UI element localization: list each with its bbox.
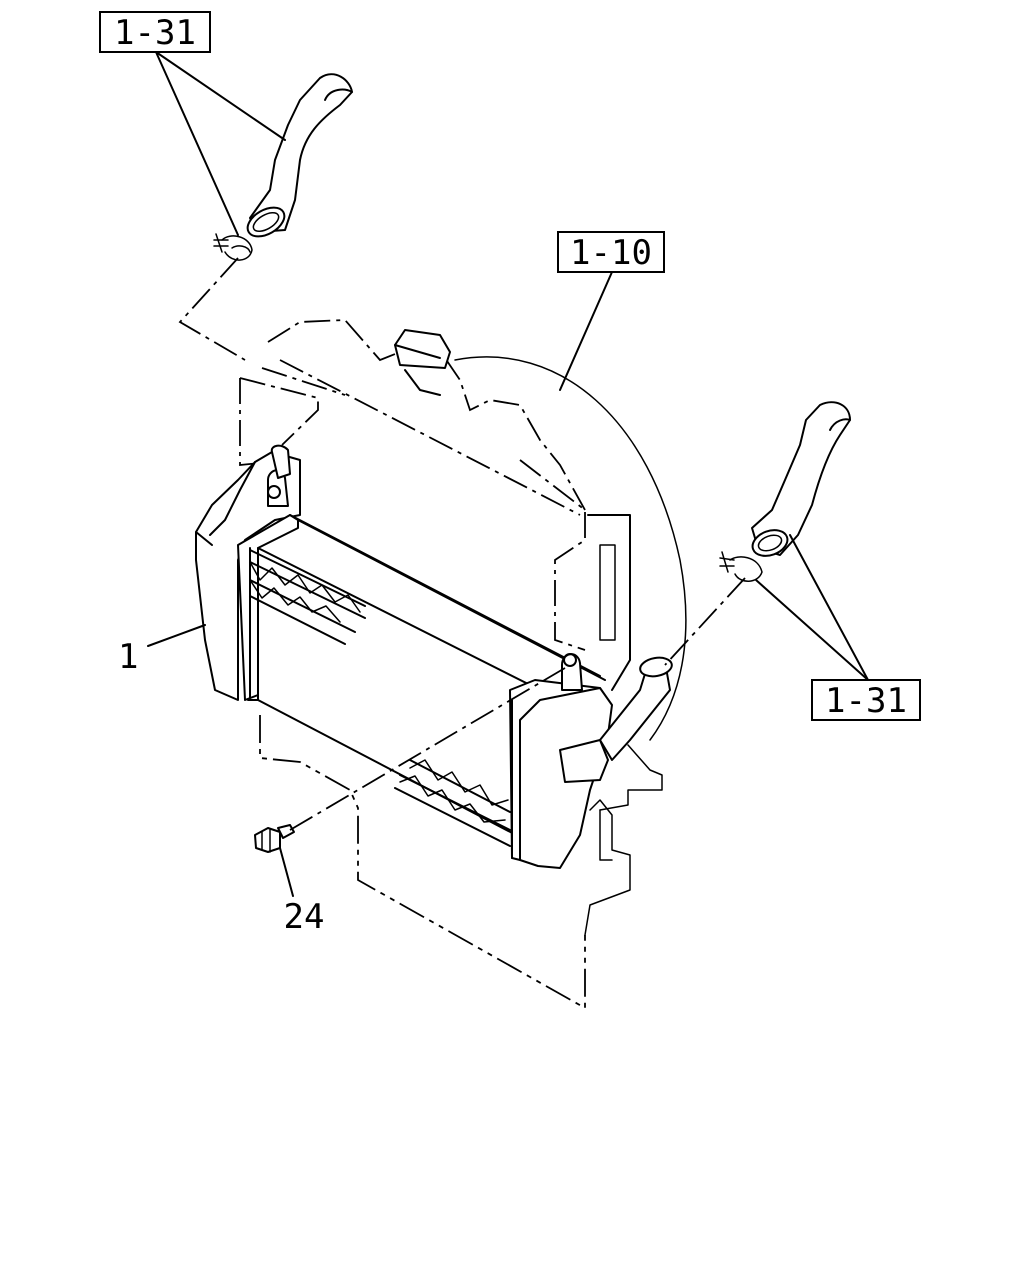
lower-hose <box>751 401 851 557</box>
upper-hose <box>246 73 353 238</box>
label-box-upper <box>99 11 211 53</box>
radiator-cap <box>394 329 451 396</box>
bolt <box>254 824 295 853</box>
label-hose-upper: 1-31 <box>99 11 211 53</box>
leader-lines <box>147 51 869 897</box>
label-bolt: 24 <box>284 897 325 937</box>
intercooler-core <box>195 444 673 869</box>
label-hose-lower: 1-31 <box>811 679 921 721</box>
lower-hose-clamp <box>719 551 763 582</box>
label-intercooler: 1 <box>118 637 138 677</box>
label-radiator: 1-10 <box>557 231 665 273</box>
radiator-phantom <box>239 319 687 1010</box>
upper-hose-clamp <box>213 233 253 261</box>
label-text-lower: 1-31 <box>825 681 907 721</box>
label-box-lower <box>811 679 921 721</box>
label-text-upper: 1-31 <box>114 13 196 53</box>
label-text-radiator: 1-10 <box>570 233 652 273</box>
label-box-radiator <box>557 231 665 273</box>
